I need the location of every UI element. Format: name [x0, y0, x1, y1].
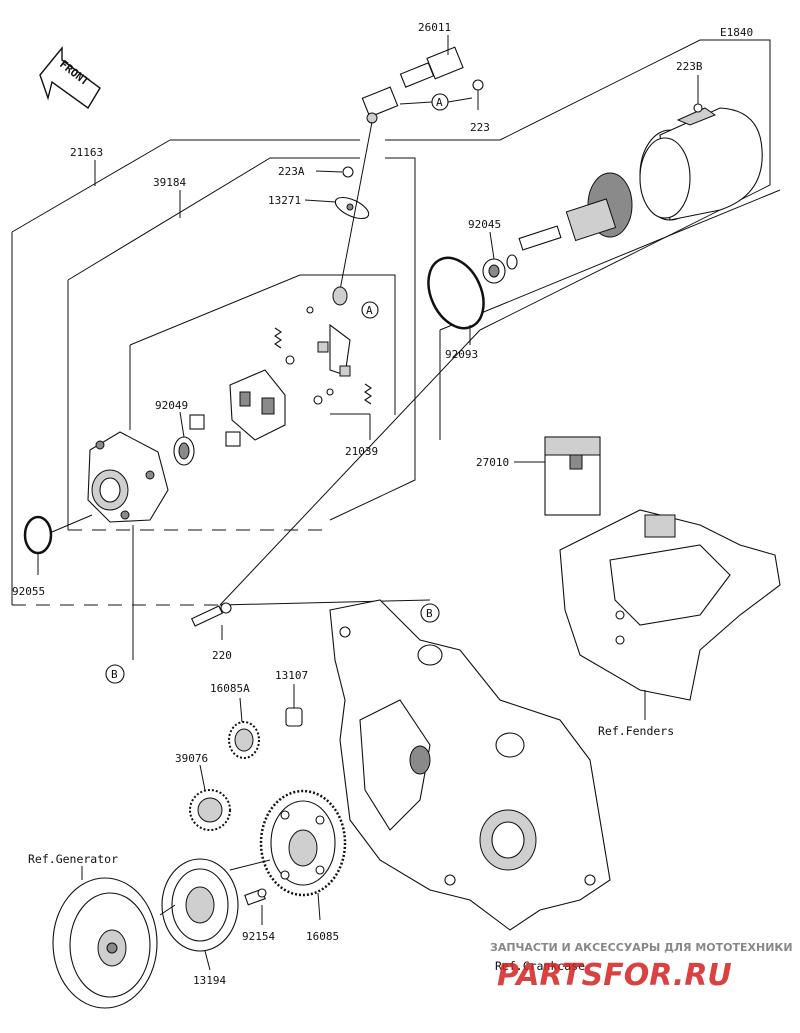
label-39076: 39076 — [175, 752, 208, 765]
label-92045: 92045 — [468, 218, 501, 231]
starter-clutch-13194 — [161, 858, 239, 971]
brush-holder — [189, 306, 372, 447]
callout-a-mid-text: A — [366, 304, 373, 317]
gear-39076 — [189, 764, 231, 831]
plate-13271 — [334, 196, 370, 220]
ref-fenders: Ref.Fenders — [598, 724, 674, 738]
bearing-92045 — [482, 231, 518, 284]
armature — [518, 172, 633, 251]
connector-26011 — [361, 35, 464, 124]
callout-b-right-text: B — [426, 607, 433, 620]
diagram-code: E1840 — [720, 26, 753, 39]
screw-223a — [342, 166, 354, 178]
callout-a-top-text: A — [436, 96, 443, 109]
callout-b-left — [105, 664, 125, 684]
front-arrow: FRONT — [39, 46, 101, 110]
label-92055: 92055 — [12, 585, 45, 598]
end-cover — [87, 431, 169, 523]
label-92154: 92154 — [242, 930, 275, 943]
label-27010: 27010 — [476, 456, 509, 469]
label-223b: 223B — [676, 60, 703, 73]
label-92093: 92093 — [445, 348, 478, 361]
bolt-220 — [190, 602, 232, 640]
label-21039: 21039 — [345, 445, 378, 458]
screw-223 — [472, 79, 484, 110]
label-21163: 21163 — [70, 146, 103, 159]
label-220: 220 — [212, 649, 232, 662]
callout-a-mid — [361, 301, 379, 319]
label-13107: 13107 — [275, 669, 308, 682]
bolt-223b — [693, 75, 703, 113]
label-92049: 92049 — [155, 399, 188, 412]
label-223: 223 — [470, 121, 490, 134]
ref-generator: Ref.Generator — [28, 852, 118, 866]
ref-crankcase: Ref.Crankcase — [495, 959, 585, 973]
starter-motor-housing — [639, 107, 763, 221]
callout-b-right — [420, 603, 440, 623]
label-13194: 13194 — [193, 974, 226, 987]
callout-b-left-text: B — [111, 668, 118, 681]
bolt-92154 — [244, 888, 267, 925]
pin-13107 — [285, 684, 303, 727]
label-16085: 16085 — [306, 930, 339, 943]
label-26011: 26011 — [418, 21, 451, 34]
gear-16085 — [259, 789, 347, 921]
relay-27010 — [544, 436, 601, 516]
oring-92093 — [427, 256, 485, 345]
label-13271: 13271 — [268, 194, 301, 207]
oring-92055 — [23, 515, 53, 575]
label-16085a: 16085A — [210, 682, 250, 695]
assembly-frame — [11, 39, 781, 606]
generator-rotor — [52, 866, 158, 1009]
gear-16085a — [228, 697, 260, 759]
label-223a: 223A — [278, 165, 305, 178]
crankcase — [329, 599, 611, 931]
watermark-tagline: ЗАПЧАСТИ И АКСЕССУАРЫ ДЛЯ МОТОТЕХНИКИ — [490, 941, 793, 954]
grommet — [332, 286, 348, 306]
fender-bracket — [559, 509, 781, 701]
oil-seal-92049 — [173, 411, 195, 466]
label-39184: 39184 — [153, 176, 186, 189]
watermark-logo: PARTSFOR.RU — [497, 958, 732, 993]
